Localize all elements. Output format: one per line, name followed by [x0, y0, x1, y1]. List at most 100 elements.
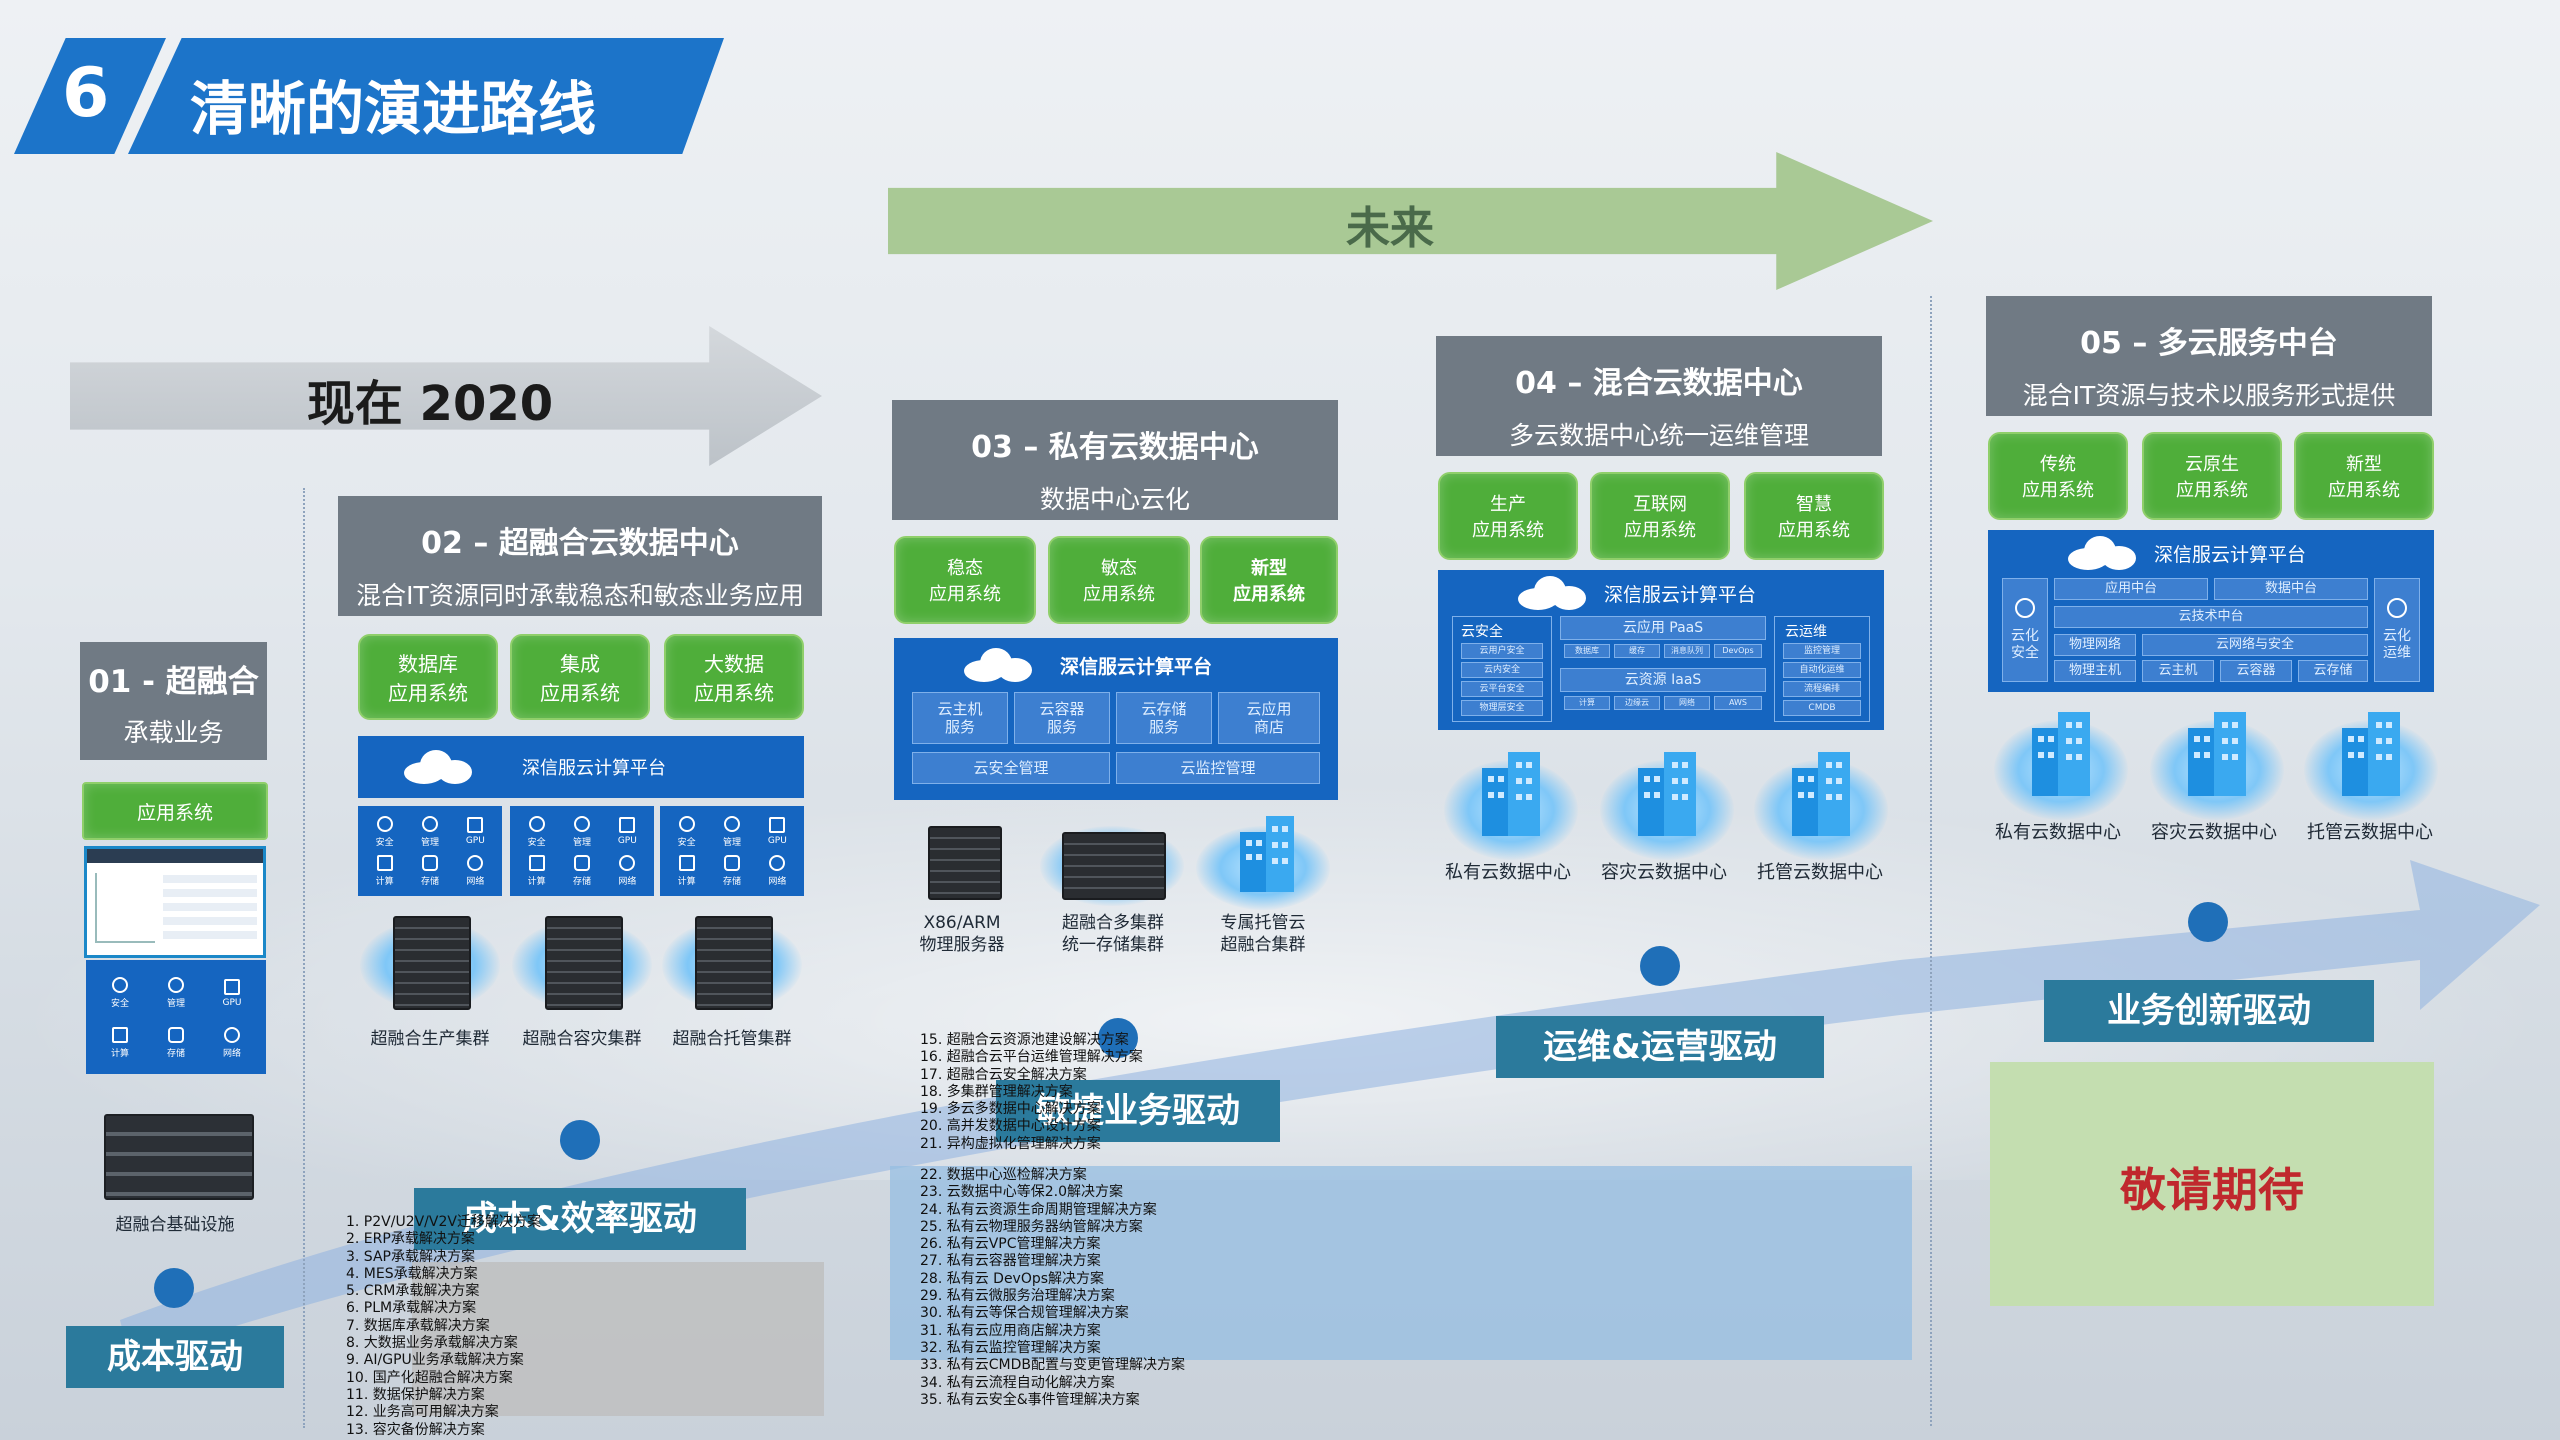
stage05-app-cloud-native: 云原生应用系统: [2142, 432, 2282, 520]
server-rack-icon: [104, 1114, 254, 1200]
solution-item: 31. 私有云应用商店解决方案: [920, 1322, 1101, 1339]
server-icon: [393, 916, 471, 1010]
datacenter-label: 私有云数据中心: [1995, 822, 2121, 843]
stage02-app-integration: 集成应用系统: [510, 634, 650, 720]
gear-icon: [2387, 598, 2407, 619]
ops-item: 自动化运维: [1783, 662, 1861, 678]
gpu-icon: GPU: [204, 968, 260, 1018]
solution-item: 24. 私有云资源生命周期管理解决方案: [920, 1201, 1157, 1218]
milestone-dot: [1640, 946, 1680, 986]
solution-item: 18. 多集群管理解决方案: [920, 1083, 1073, 1100]
data-middle-platform: 数据中台: [2214, 578, 2368, 600]
solutions-panel: [890, 1166, 1912, 1360]
tech-middle-platform: 云技术中台: [2054, 606, 2368, 628]
datacenter-building-icon: [2188, 712, 2246, 796]
cloud-container: 云容器: [2220, 660, 2292, 682]
service-cloud-host: 云主机服务: [912, 692, 1008, 744]
title-banner: [128, 38, 724, 154]
stage03-title: 03 – 私有云数据中心: [971, 430, 1259, 465]
stage02-platform-bar: 深信服云计算平台: [358, 736, 804, 798]
server-icon: [695, 916, 773, 1010]
cloud-layers: 云应用 PaaS 数据库 缓存 消息队列 DevOps 云资源 IaaS 计算 …: [1560, 616, 1766, 722]
driver-innovation: 业务创新驱动: [2044, 980, 2374, 1042]
stage03-app-stable: 稳态应用系统: [894, 536, 1036, 624]
infra-label: 专属托管云超融合集群: [1220, 913, 1306, 955]
cloud-ops-column: 云化运维: [2374, 578, 2420, 682]
stage02-node-panel: 安全 管理 GPU 计算 存储 网络: [660, 806, 804, 896]
cloud-security-title: 云安全: [1461, 624, 1503, 640]
stage03-subtitle: 数据中心云化: [1039, 485, 1190, 514]
iaas-item: 网络: [1664, 696, 1710, 710]
gear-icon: 管理: [148, 968, 204, 1018]
solution-item: 11. 数据保护解决方案: [346, 1386, 485, 1403]
stage05-header: 05 – 多云服务中台 混合IT资源与技术以服务形式提供: [1986, 296, 2432, 416]
cluster-label: 超融合容灾集群: [522, 1029, 642, 1049]
monitor-management: 云监控管理: [1116, 752, 1320, 784]
shield-icon: 安全: [92, 968, 148, 1018]
coming-soon-box: 敬请期待: [1990, 1062, 2434, 1306]
cloud-storage: 云存储: [2298, 660, 2368, 682]
solution-item: 5. CRM承载解决方案: [346, 1283, 480, 1300]
stage01-app-box: 应用系统: [82, 782, 268, 840]
cloud-security-block: 云安全 云用户安全 云内安全 云平台安全 物理层安全: [1452, 616, 1552, 722]
network-icon: 网络: [605, 851, 650, 890]
milestone-dot: [560, 1120, 600, 1160]
stage05-subtitle: 混合IT资源与技术以服务形式提供: [2022, 381, 2396, 410]
physical-host: 物理主机: [2054, 660, 2136, 682]
stage02-node-panel: 安全 管理 GPU 计算 存储 网络: [358, 806, 502, 896]
solution-item: 16. 超融合云平台运维管理解决方案: [920, 1049, 1143, 1066]
datacenter-label: 托管云数据中心: [1757, 862, 1883, 883]
iaas-item: 计算: [1564, 696, 1610, 710]
cpu-icon: 计算: [92, 1018, 148, 1068]
stage02-platform-label: 深信服云计算平台: [522, 758, 666, 779]
solution-item: 28. 私有云 DevOps解决方案: [920, 1270, 1105, 1287]
ops-item: 流程编排: [1783, 681, 1861, 697]
stage04-app-internet: 互联网应用系统: [1590, 472, 1730, 560]
dashboard-thumbnail: [84, 846, 266, 958]
solution-item: 8. 大数据业务承载解决方案: [346, 1335, 518, 1352]
infra-label: 超融合多集群统一存储集群: [1062, 913, 1164, 955]
solution-item: 23. 云数据中心等保2.0解决方案: [920, 1184, 1123, 1201]
solution-item: 3. SAP承载解决方案: [346, 1248, 475, 1265]
datacenter-label: 容灾云数据中心: [1601, 862, 1727, 883]
app-middle-platform: 应用中台: [2054, 578, 2208, 600]
cloud-host: 云主机: [2142, 660, 2214, 682]
solution-item: 13. 容灾备份解决方案: [346, 1421, 485, 1438]
service-app-store: 云应用商店: [1218, 692, 1320, 744]
stage01-capability-panel: 安全 管理 GPU 计算 存储 网络: [86, 960, 266, 1074]
cpu-icon: 计算: [664, 851, 709, 890]
paas-item: 消息队列: [1664, 644, 1710, 658]
security-management: 云安全管理: [912, 752, 1110, 784]
shield-icon: 安全: [362, 812, 407, 851]
cloud-icon: [2068, 536, 2136, 570]
storage-icon: 存储: [407, 851, 452, 890]
stage02-node-panel: 安全 管理 GPU 计算 存储 网络: [510, 806, 654, 896]
stage01-title: 01 - 超融合: [88, 664, 259, 700]
solution-item: 10. 国产化超融合解决方案: [346, 1369, 513, 1386]
section-number: 6: [62, 54, 110, 133]
storage-icon: 存储: [148, 1018, 204, 1068]
stage01-header: 01 - 超融合 承载业务: [80, 642, 267, 760]
service-container: 云容器服务: [1014, 692, 1110, 744]
stage03-platform-panel: 深信服云计算平台 云主机服务 云容器服务 云存储服务 云应用商店 云安全管理 云…: [894, 638, 1338, 800]
stage04-title: 04 – 混合云数据中心: [1515, 366, 1803, 401]
stage04-header: 04 – 混合云数据中心 多云数据中心统一运维管理: [1436, 336, 1882, 456]
stage05-platform-label: 深信服云计算平台: [2154, 544, 2307, 566]
shield-icon: 安全: [664, 812, 709, 851]
iaas-item: 边缘云: [1614, 696, 1660, 710]
stage01-caption: 超融合基础设施: [115, 1215, 235, 1235]
cluster-label: 超融合托管集群: [672, 1029, 792, 1049]
cloud-icon: [404, 750, 472, 784]
server-icon: [545, 916, 623, 1010]
divider: [1930, 296, 1932, 1426]
network-icon: 网络: [755, 851, 800, 890]
cloud-icon: [964, 648, 1032, 682]
solution-item: 29. 私有云微服务治理解决方案: [920, 1288, 1115, 1305]
security-item: 云用户安全: [1461, 643, 1543, 659]
physical-network: 物理网络: [2054, 634, 2136, 656]
divider: [303, 488, 305, 1428]
datacenter-label: 容灾云数据中心: [2151, 822, 2277, 843]
cloud-icon: [1518, 576, 1586, 610]
solution-item: 12. 业务高可用解决方案: [346, 1404, 499, 1421]
